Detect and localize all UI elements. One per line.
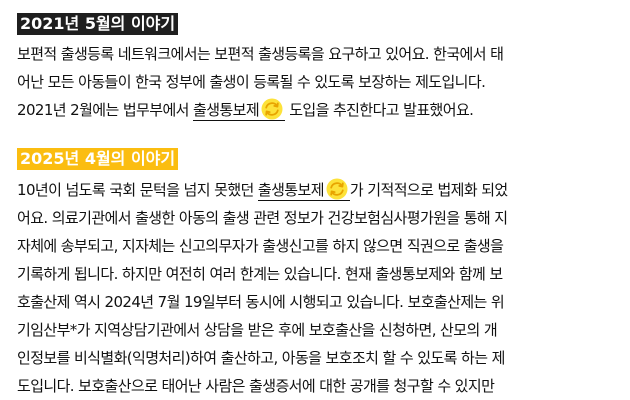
text-line: 어난 모든 아동들이 한국 정부에 출생이 등록될 수 있도록 보장하는 제도입… <box>17 73 486 91</box>
swap-arrows-icon[interactable] <box>325 177 349 201</box>
paragraph-2021: 보편적 출생등록 네트워크에서는 보편적 출생등록을 요구하고 있어요. 한국에… <box>17 40 615 124</box>
term-link-birth-notification[interactable]: 출생통보제 <box>257 178 350 201</box>
text-line: 기록하게 됩니다. 하지만 여전히 여러 한계는 있습니다. 현재 출생통보제와… <box>17 265 503 283</box>
section-heading-2021: 2021년 5월의 이야기 <box>17 13 179 35</box>
text-line: 자체에 송부되고, 지자체는 신고의무자가 출생신고를 하지 않으면 직권으로 … <box>17 237 504 255</box>
text-line: 보편적 출생등록 네트워크에서는 보편적 출생등록을 요구하고 있어요. 한국에… <box>17 45 504 63</box>
text-line: 어요. 의료기관에서 출생한 아동의 출생 관련 정보가 건강보험심사평가원을 … <box>17 209 508 227</box>
section-heading-2025: 2025년 4월의 이야기 <box>17 148 179 170</box>
swap-arrows-icon[interactable] <box>260 97 284 121</box>
text-line: 도입니다. 보호출산으로 태어난 사람은 출생증서에 대한 공개를 청구할 수 … <box>17 377 495 395</box>
text-line: 2021년 2월에는 법무부에서 출생통보제 도입을 추진한다고 발표했어요. <box>17 96 615 124</box>
text-line: 호출산제 역시 2024년 7월 19일부터 동시에 시행되고 있습니다. 보호… <box>17 293 505 311</box>
text-line: 기임산부*가 지역상담기관에서 상담을 받은 후에 보호출산을 신청하면, 산모… <box>17 321 498 339</box>
term-link-birth-notification[interactable]: 출생통보제 <box>193 98 286 121</box>
text-line: 인정보를 비식별화(익명처리)하여 출산하고, 아동을 보호조치 할 수 있도록… <box>17 349 505 367</box>
